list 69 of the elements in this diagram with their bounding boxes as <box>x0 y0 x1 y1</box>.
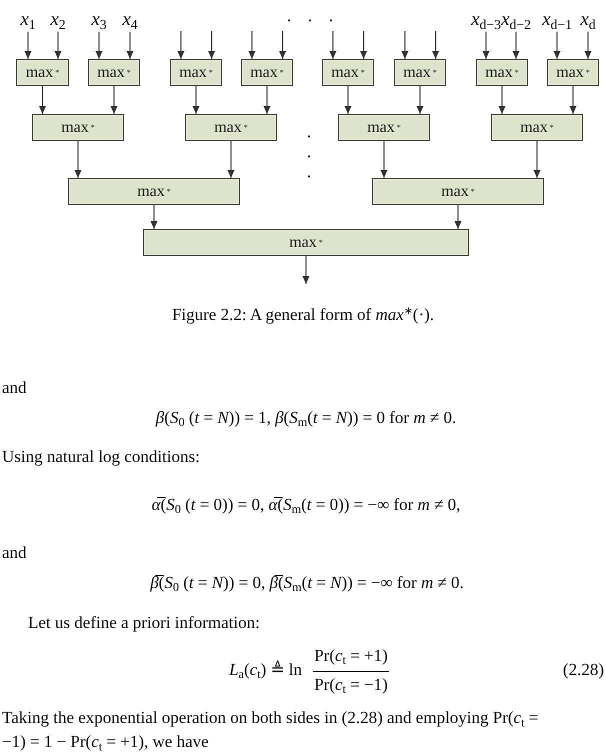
body-text: Let us define a priori information: <box>28 612 260 634</box>
operator-box: max$^{*}$ <box>16 59 69 86</box>
arrow <box>360 31 368 59</box>
operator-box: max$^{*}$ <box>338 114 430 141</box>
arrow <box>454 205 462 229</box>
body-text: Taking the exponential operation on both sides in (2.28) and employing Pr(c$_{t}$ = −1) = 1 − Pr(c$_{t}$ = +1), we have <box>2 707 540 754</box>
input-label: x$_{2}$ <box>50 9 66 32</box>
input-label: x$_{d−3}$ <box>471 9 501 32</box>
arrow <box>380 141 388 178</box>
input-label: x$_{d−1}$ <box>542 9 572 32</box>
arrow <box>534 141 540 178</box>
arrow <box>432 31 440 59</box>
arrow <box>279 31 286 59</box>
arrow <box>302 256 310 284</box>
operator-box: max$^{*}$ <box>143 229 469 256</box>
arrow <box>401 31 408 59</box>
arrow <box>192 86 200 114</box>
operator-box: max$^{*}$ <box>32 114 124 141</box>
operator-box: max$^{*}$ <box>170 59 222 86</box>
operator-box: max$^{*}$ <box>88 59 140 86</box>
arrow <box>126 32 134 59</box>
operator-box: max$^{*}$ <box>547 59 599 86</box>
input-label: x$_{d}$ <box>580 9 596 32</box>
body-text: and <box>2 378 27 398</box>
arrow <box>177 31 184 59</box>
arrow <box>512 32 520 59</box>
arrow <box>54 32 62 59</box>
input-label: x$_{3}$ <box>91 9 107 32</box>
arrow <box>74 141 82 178</box>
arrow <box>584 32 592 59</box>
equation: β̅(S$_{0}$ (t = N)) = 0, β̅(S$_{m}$(t = N)) = −∞ for m ≠ 0. <box>150 572 464 594</box>
input-label: x$_{1}$ <box>20 9 36 32</box>
arrow <box>248 31 256 59</box>
arrow <box>208 31 216 59</box>
arrow <box>39 86 46 114</box>
arrow <box>554 32 560 59</box>
arrow <box>570 86 576 114</box>
operator-box: max$^{*}$ <box>372 178 544 205</box>
vertical-ellipsis: · · · <box>306 127 312 187</box>
body-text: Using natural log conditions: <box>2 446 200 468</box>
operator-box: max$^{*}$ <box>394 59 446 86</box>
equation: α̅(S$_{0}$ (t = 0)) = 0, α̅(S$_{m}$(t = 0)) = −∞ for m ≠ 0, <box>152 494 460 516</box>
input-label: x$_{d−2}$ <box>501 9 531 32</box>
operator-box: max$^{*}$ <box>68 178 240 205</box>
equation-number: (2.28) <box>562 660 604 680</box>
arrow <box>24 32 32 59</box>
operator-box: max$^{*}$ <box>491 114 583 141</box>
arrow <box>96 32 102 59</box>
operator-box: max$^{*}$ <box>476 59 528 86</box>
equation: L$_{a}$(c$_{t}$) ≜ ln <box>229 660 302 680</box>
fraction-denominator: Pr(c$_{t}$ = −1) <box>314 674 388 696</box>
operator-box: max$^{*}$ <box>185 114 277 141</box>
arrow <box>416 86 424 114</box>
input-label: x$_{4}$ <box>122 9 138 32</box>
arrow <box>150 205 158 229</box>
operator-box: max$^{*}$ <box>322 59 374 86</box>
arrow <box>329 31 336 59</box>
figure-caption: Figure 2.2: A general form of max$^{∗}$(·). <box>172 304 434 326</box>
arrow <box>482 32 490 59</box>
operator-box: max$^{*}$ <box>241 59 293 86</box>
fraction-numerator: Pr(c$_{t}$ = +1) <box>314 646 388 666</box>
arrow <box>498 86 506 114</box>
arrow <box>344 86 352 114</box>
arrow <box>228 141 234 178</box>
ellipsis-dots: · · · <box>286 17 334 25</box>
equation: β(S$_{0}$ (t = N)) = 1, β(S$_{m}$(t = N)) = 0 for m ≠ 0. <box>156 408 456 428</box>
arrow <box>264 86 270 114</box>
body-text: and <box>2 542 27 564</box>
arrow <box>110 86 118 114</box>
